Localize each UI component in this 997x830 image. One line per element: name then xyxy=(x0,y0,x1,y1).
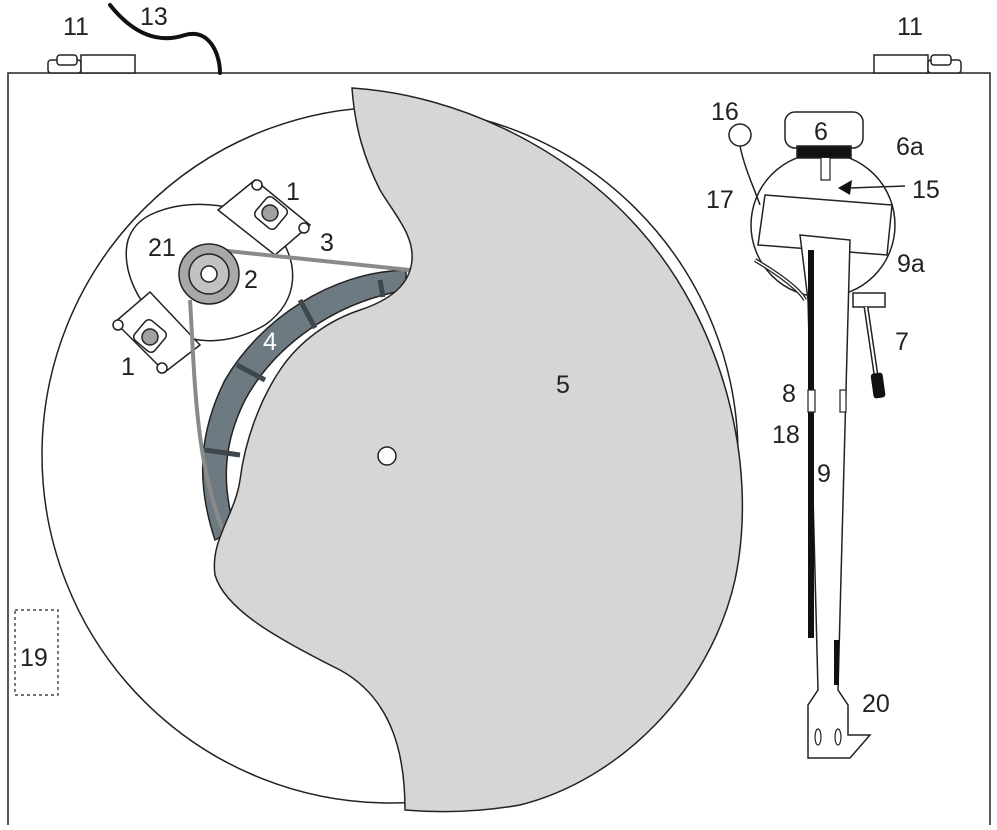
arm-clip-left xyxy=(807,389,816,413)
label-platter: 5 xyxy=(556,371,570,399)
label-knob: 16 xyxy=(711,98,739,126)
label-counterweight: 6 xyxy=(814,118,828,146)
headshell-slot-right xyxy=(834,728,842,746)
label-antiskate: 17 xyxy=(706,186,734,214)
bearing-block xyxy=(757,194,893,256)
lift-lever xyxy=(852,292,886,399)
counterweight-shaft xyxy=(820,158,831,181)
arm-clip-right xyxy=(839,389,847,413)
label-pulley-outer: 21 xyxy=(148,234,176,262)
label-foot-right: 11 xyxy=(897,13,923,41)
foot-left xyxy=(47,54,136,74)
headshell-slot-left xyxy=(814,728,822,746)
label-pulley: 2 xyxy=(244,266,258,294)
label-arm-rest: 18 xyxy=(772,421,800,449)
label-foot-left: 11 xyxy=(63,13,89,41)
arm-rest xyxy=(808,250,814,638)
label-motor-bottom: 1 xyxy=(121,353,135,381)
label-pivot-housing: 9a xyxy=(897,250,925,278)
label-headshell: 20 xyxy=(862,690,890,718)
bearing-arrow xyxy=(838,180,852,195)
spindle xyxy=(377,446,397,466)
label-lift-lever: 7 xyxy=(895,328,909,356)
label-belt: 3 xyxy=(320,229,334,257)
plinth xyxy=(7,72,991,825)
power-cable xyxy=(108,3,222,75)
drive-belt xyxy=(188,248,411,543)
label-tonearm: 9 xyxy=(817,460,831,488)
label-switch: 19 xyxy=(20,644,48,672)
foot-right xyxy=(873,54,962,74)
switch-outline xyxy=(14,609,59,696)
label-arm-clip: 8 xyxy=(782,380,796,408)
motor-bracket-top xyxy=(216,179,312,256)
arm-rest-lower xyxy=(834,640,839,685)
label-counterweight-ring: 6a xyxy=(896,133,924,161)
platter xyxy=(213,87,744,813)
subplatter xyxy=(201,269,407,542)
label-cable: 13 xyxy=(140,3,168,31)
motor-bracket-bottom xyxy=(112,290,202,374)
counterweight xyxy=(784,111,864,159)
motor-pulley xyxy=(178,243,240,305)
label-bearing: 15 xyxy=(912,176,940,204)
label-motor-top: 1 xyxy=(286,178,300,206)
antiskate-knob xyxy=(728,123,761,206)
tonearm-tube xyxy=(799,234,872,759)
label-subplatter: 4 xyxy=(263,328,277,356)
